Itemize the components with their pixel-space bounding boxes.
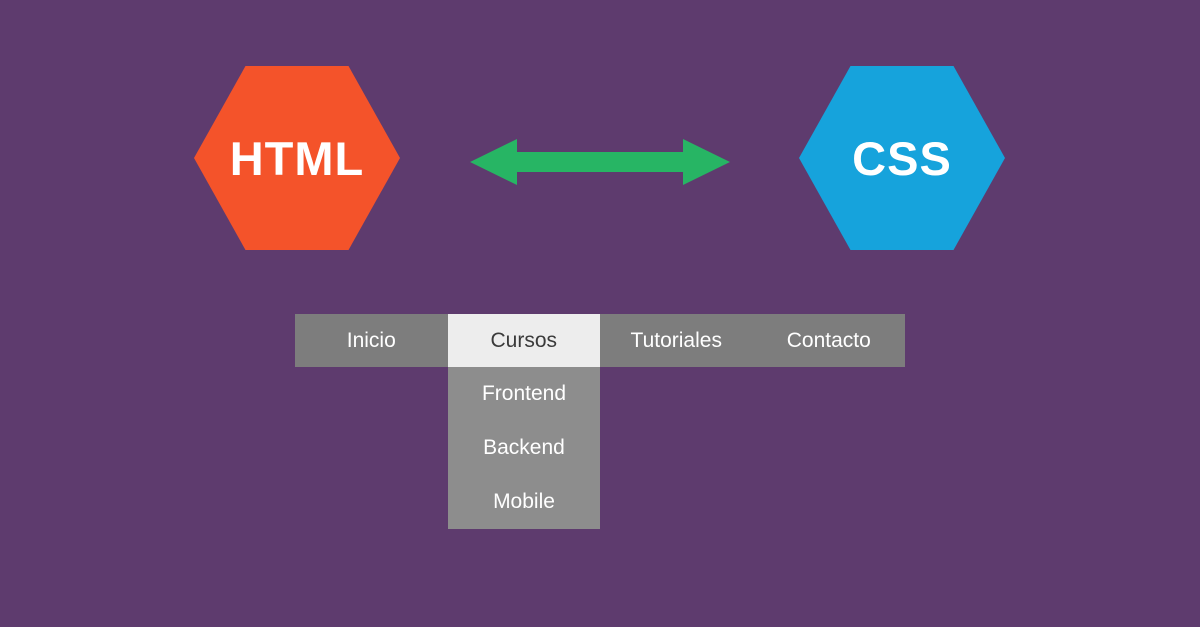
menu-item-cursos[interactable]: Cursos [447, 314, 600, 367]
html-badge-label: HTML [229, 131, 365, 185]
cursos-dropdown-menu: Frontend Backend Mobile [448, 367, 600, 529]
double-arrow-shape [470, 139, 730, 185]
dropdown-item-frontend[interactable]: Frontend [481, 382, 567, 405]
html-badge: HTML [194, 66, 400, 250]
double-arrow-icon [470, 134, 730, 190]
nav-menu: Inicio Cursos Tutoriales Contacto [295, 314, 905, 367]
menu-item-inicio[interactable]: Inicio [346, 328, 396, 352]
menu-item-contacto[interactable]: Contacto [786, 328, 871, 352]
css-badge-label: CSS [852, 131, 952, 185]
dropdown-item-mobile[interactable]: Mobile [493, 490, 555, 513]
css-badge: CSS [799, 66, 1005, 250]
dropdown-item-backend[interactable]: Backend [483, 436, 565, 459]
menu-item-tutoriales[interactable]: Tutoriales [630, 328, 722, 352]
